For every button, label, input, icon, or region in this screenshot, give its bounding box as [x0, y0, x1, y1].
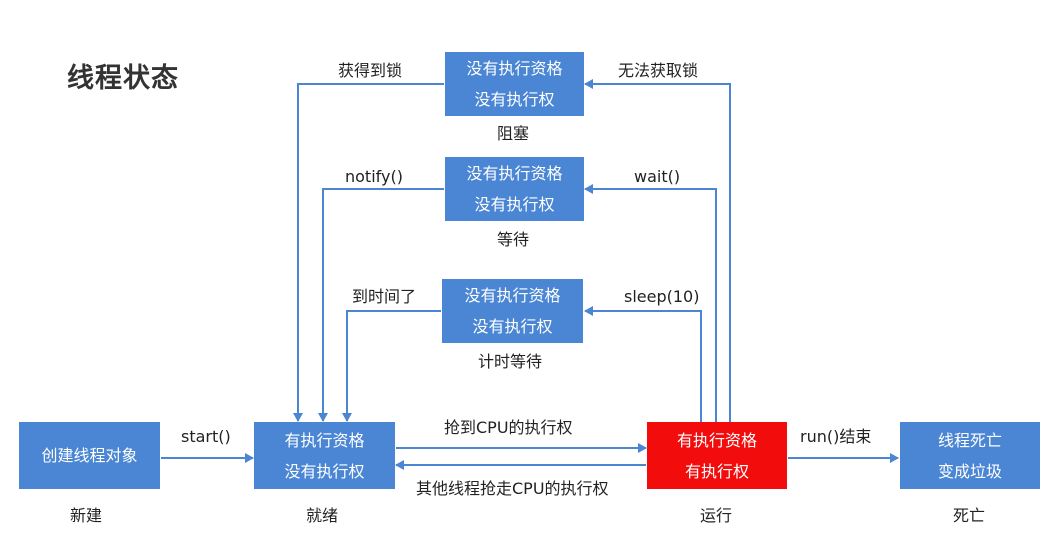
state-runnable-caption: 就绪: [306, 506, 339, 525]
arrow-cannot-get-lock: [584, 79, 731, 422]
label-wait: wait(): [634, 167, 681, 186]
label-lose-cpu: 其他线程抢走CPU的执行权: [416, 479, 609, 498]
state-dead-line-1: 线程死亡: [937, 430, 1002, 450]
state-runnable-box: 有执行资格 没有执行权: [254, 422, 395, 489]
state-running-line-1: 有执行资格: [676, 430, 757, 450]
state-timed-waiting-box: 没有执行资格 没有执行权: [442, 279, 583, 343]
arrow-time-up: [342, 310, 441, 422]
state-timed-waiting-line-2: 没有执行权: [472, 317, 553, 336]
state-waiting-caption: 等待: [497, 230, 530, 249]
state-timed-waiting-line-1: 没有执行资格: [464, 286, 561, 305]
label-get-cpu: 抢到CPU的执行权: [444, 418, 573, 437]
state-blocked-caption: 阻塞: [497, 124, 530, 143]
state-dead-caption: 死亡: [953, 506, 986, 525]
state-runnable-line-1: 有执行资格: [284, 430, 365, 450]
state-new-box: 创建线程对象: [19, 422, 160, 489]
state-blocked-line-2: 没有执行权: [474, 90, 555, 109]
state-waiting-line-1: 没有执行资格: [466, 164, 563, 183]
arrow-got-lock: [293, 83, 444, 422]
arrow-sleep: [584, 306, 702, 422]
label-sleep: sleep(10): [624, 287, 700, 306]
state-running-line-2: 有执行权: [684, 461, 749, 481]
state-waiting-box: 没有执行资格 没有执行权: [445, 157, 584, 221]
state-timed-waiting-caption: 计时等待: [478, 352, 543, 371]
page-title: 线程状态: [67, 63, 179, 94]
state-dead-line-2: 变成垃圾: [937, 461, 1002, 481]
arrow-wait: [584, 184, 717, 422]
state-running-caption: 运行: [700, 506, 733, 525]
label-got-lock: 获得到锁: [338, 61, 403, 80]
state-blocked-line-1: 没有执行资格: [466, 59, 563, 78]
state-running-box: 有执行资格 有执行权: [647, 422, 787, 489]
state-dead-box: 线程死亡 变成垃圾: [900, 422, 1040, 489]
state-new-line-1: 创建线程对象: [41, 446, 138, 465]
label-start: start(): [181, 427, 231, 446]
label-run-end: run()结束: [800, 427, 872, 446]
state-new-caption: 新建: [70, 506, 103, 525]
state-waiting-line-2: 没有执行权: [474, 195, 555, 214]
arrow-notify: [318, 188, 444, 422]
label-notify: notify(): [345, 167, 403, 186]
label-cannot-get-lock: 无法获取锁: [618, 61, 699, 80]
label-time-up: 到时间了: [352, 287, 417, 306]
state-blocked-box: 没有执行资格 没有执行权: [445, 52, 584, 116]
state-runnable-line-2: 没有执行权: [284, 461, 365, 481]
